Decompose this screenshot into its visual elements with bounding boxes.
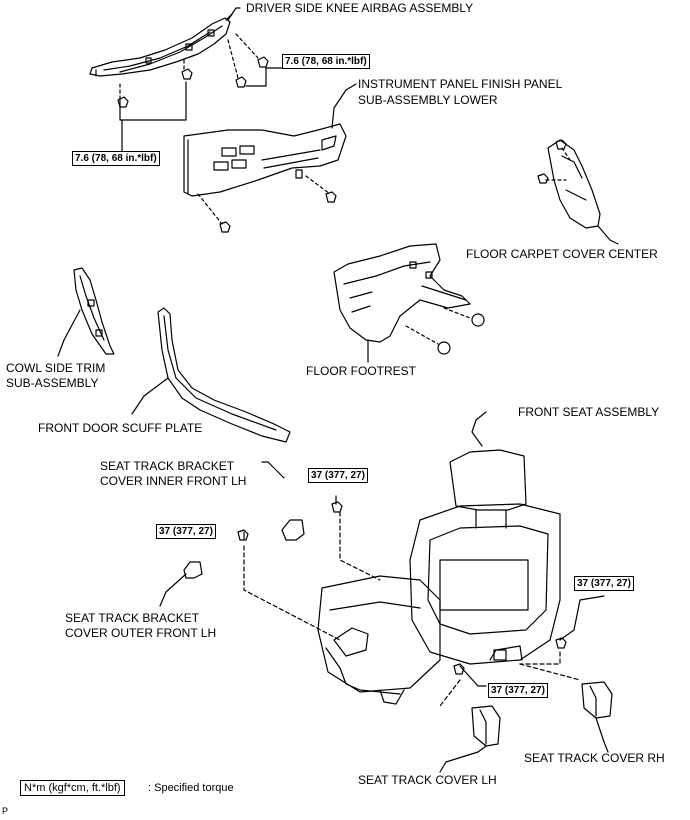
label-cowl-side-line1: COWL SIDE TRIM <box>6 361 106 375</box>
label-floor-carpet-cover: FLOOR CARPET COVER CENTER <box>466 247 658 261</box>
floor-carpet-cover-part <box>537 139 601 229</box>
seat-track-cover-rh-part <box>581 681 613 719</box>
torque-airbag-lower: 7.6 (78, 68 in.*lbf) <box>72 151 160 166</box>
seat-bolt-inner-front <box>331 501 343 513</box>
panel-bolt-left <box>219 221 231 233</box>
label-driver-knee-airbag: DRIVER SIDE KNEE AIRBAG ASSEMBLY <box>246 1 474 15</box>
floor-footrest-part <box>333 243 471 343</box>
legend-torque-text: : Specified torque <box>148 782 234 794</box>
label-cowl-side-line2: SUB-ASSEMBLY <box>6 376 99 390</box>
figure-code: P <box>2 806 9 816</box>
instrument-panel-part <box>183 123 347 197</box>
label-instrument-panel-line2: SUB-ASSEMBLY LOWER <box>358 93 498 107</box>
label-seat-track-outer-line2: COVER OUTER FRONT LH <box>65 626 217 640</box>
seat-bolt-rear-center <box>453 663 465 675</box>
label-seat-track-cover-rh: SEAT TRACK COVER RH <box>524 751 665 765</box>
footrest-clip-left <box>437 341 451 355</box>
seat-bolt-outer-front <box>237 529 249 541</box>
legend-torque-box: N*m (kgf*cm, ft.*lbf) <box>20 780 125 796</box>
seat-track-cover-lh-part <box>471 705 501 747</box>
front-seat-part <box>317 449 561 705</box>
torque-seat-rear-right: 37 (377, 27) <box>574 576 634 591</box>
panel-bolt-right <box>325 191 337 203</box>
front-door-scuff-plate-part <box>157 307 291 443</box>
bracket-inner-front-part <box>281 519 305 541</box>
label-seat-track-cover-lh: SEAT TRACK COVER LH <box>358 773 497 787</box>
torque-seat-rear-center: 37 (377, 27) <box>488 683 548 698</box>
label-front-door-scuff: FRONT DOOR SCUFF PLATE <box>38 421 203 435</box>
cowl-side-trim-part <box>73 267 115 355</box>
bracket-outer-front-part <box>183 561 203 579</box>
seat-bolt-rear-right <box>555 637 567 649</box>
torque-seat-outer-front: 37 (377, 27) <box>156 524 216 539</box>
label-floor-footrest: FLOOR FOOTREST <box>306 364 417 378</box>
label-seat-track-outer-line1: SEAT TRACK BRACKET <box>65 611 200 625</box>
torque-seat-inner-front: 37 (377, 27) <box>308 468 368 483</box>
torque-airbag-upper: 7.6 (78, 68 in.*lbf) <box>282 54 370 69</box>
footrest-clip-right <box>471 313 485 327</box>
label-instrument-panel-line1: INSTRUMENT PANEL FINISH PANEL <box>358 77 563 91</box>
label-seat-track-inner-line2: COVER INNER FRONT LH <box>100 474 247 488</box>
airbag-bolts <box>117 56 269 108</box>
label-front-seat: FRONT SEAT ASSEMBLY <box>518 405 660 419</box>
label-seat-track-inner-line1: SEAT TRACK BRACKET <box>100 459 235 473</box>
knee-airbag-part <box>89 13 233 77</box>
